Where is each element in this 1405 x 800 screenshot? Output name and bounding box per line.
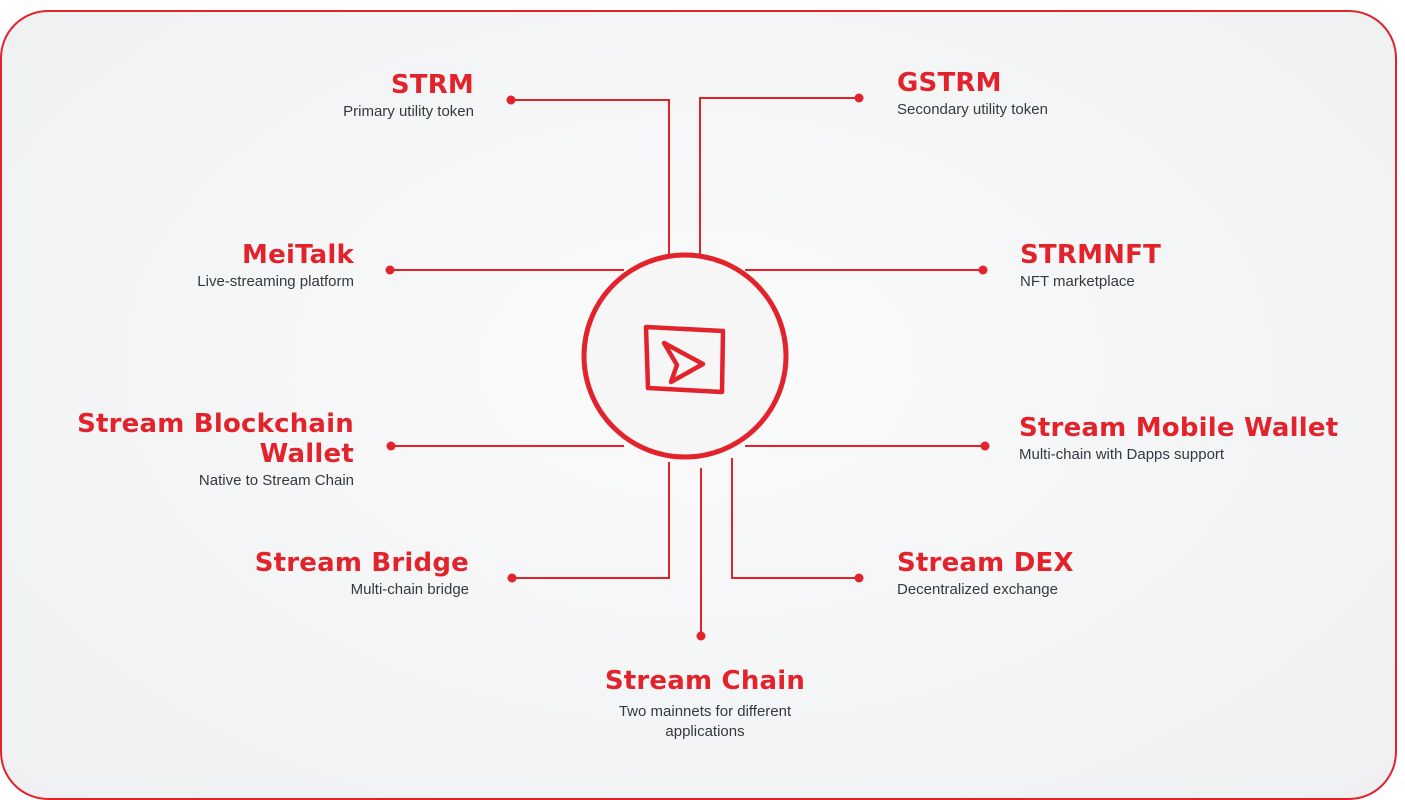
node-description: Secondary utility token: [897, 101, 1048, 118]
node-mobile-wallet: Stream Mobile Wallet Multi-chain with Da…: [1019, 413, 1395, 465]
dot-mobile-wallet: [980, 441, 990, 451]
connector-lines: [385, 93, 990, 641]
node-description: Primary utility token: [343, 103, 474, 120]
dot-strmnft: [978, 265, 988, 275]
node-title-line-2: Wallet: [259, 439, 354, 469]
node-chain: Stream Chain Two mainnets for different …: [545, 666, 865, 742]
node-description: Native to Stream Chain: [198, 472, 354, 489]
node-description: NFT marketplace: [1020, 273, 1135, 290]
node-title: MeiTalk: [242, 240, 354, 270]
node-title: Stream DEX: [897, 548, 1074, 578]
node-meitalk: MeiTalk Live-streaming platform: [14, 240, 354, 292]
node-description: Live-streaming platform: [197, 273, 354, 290]
connector-dex: [731, 458, 859, 579]
dot-gstrm: [854, 93, 864, 103]
node-description: Multi-chain bridge: [350, 581, 469, 598]
node-title: Stream Mobile Wallet: [1019, 413, 1339, 443]
connector-strm: [511, 99, 670, 258]
node-strm: STRM Primary utility token: [134, 70, 474, 122]
node-title: STRMNFT: [1020, 240, 1162, 270]
node-title: STRM: [390, 70, 474, 100]
dot-chain: [696, 631, 706, 641]
node-description: Decentralized exchange: [897, 581, 1058, 598]
play-button-icon: [643, 324, 726, 395]
dot-blockchain-wallet: [386, 441, 396, 451]
node-description-line-2: applications: [665, 723, 745, 740]
node-strmnft: STRMNFT NFT marketplace: [1020, 240, 1360, 292]
node-title: GSTRM: [897, 68, 1002, 98]
node-title: Stream Bridge: [254, 548, 469, 578]
connector-gstrm: [699, 97, 859, 255]
node-title-line-1: Stream Blockchain: [77, 409, 354, 439]
dot-dex: [854, 573, 864, 583]
node-description: Multi-chain with Dapps support: [1019, 446, 1225, 463]
dot-meitalk: [385, 265, 395, 275]
node-gstrm: GSTRM Secondary utility token: [897, 68, 1237, 120]
connector-bridge: [512, 462, 670, 579]
node-bridge: Stream Bridge Multi-chain bridge: [129, 548, 469, 600]
node-title: Stream Chain: [604, 666, 806, 696]
node-blockchain-wallet: Stream Blockchain Wallet Native to Strea…: [14, 409, 354, 491]
dot-strm: [506, 95, 516, 105]
node-dex: Stream DEX Decentralized exchange: [897, 548, 1237, 600]
node-description-line-1: Two mainnets for different: [618, 703, 792, 720]
dot-bridge: [507, 573, 517, 583]
